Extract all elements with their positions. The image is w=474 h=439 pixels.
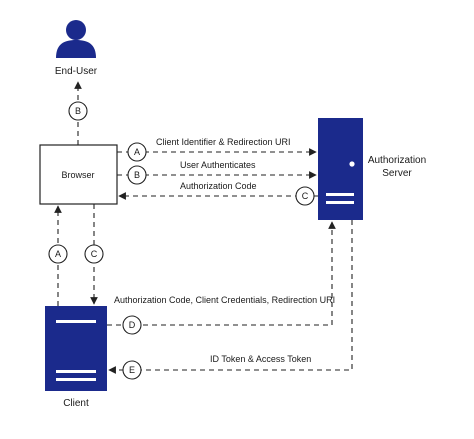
msg-authorization-code: Authorization Code xyxy=(180,181,257,191)
step-a-client-label: A xyxy=(55,249,61,259)
step-circle-a-client xyxy=(48,244,68,264)
step-circle-e xyxy=(122,360,142,380)
step-d-label: D xyxy=(129,320,136,330)
msg-client-identifier: Client Identifier & Redirection URI xyxy=(156,137,291,147)
client-label: Client xyxy=(63,398,89,409)
step-circle-a-browser xyxy=(127,142,147,162)
msg-user-authenticates: User Authenticates xyxy=(180,160,256,170)
step-b-browser-label: B xyxy=(134,170,140,180)
auth-server-label-line2: Server xyxy=(382,168,412,179)
browser-box xyxy=(39,144,118,205)
end-user-label: End-User xyxy=(55,66,98,77)
step-c-server-label: C xyxy=(302,191,309,201)
client-server-icon xyxy=(45,306,107,391)
auth-server-label-line1: Authorization xyxy=(368,155,426,166)
step-b-user-label: B xyxy=(75,106,81,116)
step-circle-c-server xyxy=(295,186,315,206)
step-e-label: E xyxy=(129,365,135,375)
step-circle-d xyxy=(122,315,142,335)
msg-token-response: ID Token & Access Token xyxy=(210,354,311,364)
step-circle-c-client xyxy=(84,244,104,264)
step-c-client-label: C xyxy=(91,249,98,259)
browser-label: Browser xyxy=(61,170,94,180)
auth-server-icon xyxy=(318,118,363,220)
step-a-browser-label: A xyxy=(134,147,140,157)
step-circle-b-browser xyxy=(127,165,147,185)
connector-d-client-server xyxy=(107,221,336,326)
msg-token-request: Authorization Code, Client Credentials, … xyxy=(114,295,335,305)
connector-e-server-client xyxy=(108,220,353,374)
user-icon xyxy=(56,20,96,58)
step-circle-b-user xyxy=(68,101,88,121)
